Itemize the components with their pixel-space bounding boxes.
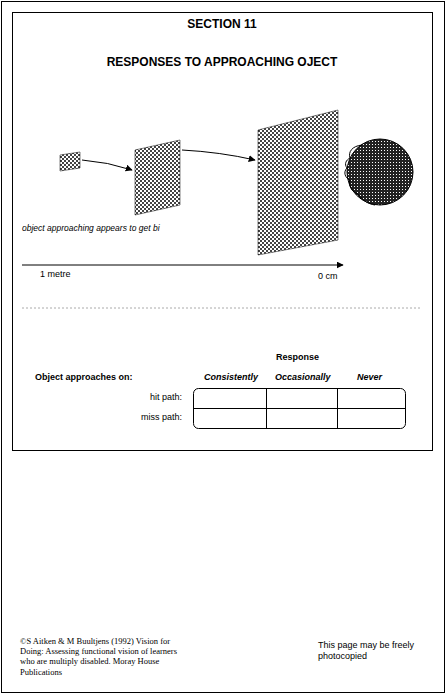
page-title: RESPONSES TO APPROACHING OJECT [12, 55, 432, 69]
approach-arrow [82, 160, 132, 170]
viewer-head [347, 139, 413, 205]
row-heading: miss path: [100, 412, 182, 423]
divider-line [22, 308, 420, 309]
face-outline [345, 145, 375, 205]
column-heading: Never [357, 372, 382, 383]
column-heading: Consistently [204, 372, 258, 383]
illustration-note: object approaching appears to get bi [22, 223, 160, 233]
table-rule [194, 408, 406, 409]
distance-label: 0 cm [318, 271, 338, 282]
copyright-note: ©S Aitken & M Buultjens (1992) Vision fo… [20, 636, 180, 677]
large-object [258, 110, 338, 255]
approach-arrow [182, 150, 255, 160]
distance-arrow [22, 265, 343, 266]
column-group-heading: Response [276, 352, 319, 363]
response-table [194, 389, 406, 429]
table-rule [337, 389, 338, 429]
section-heading: SECTION 11 [12, 17, 432, 31]
section-frame [13, 13, 433, 451]
row-group-heading: Object approaches on: [35, 372, 133, 383]
small-object [60, 152, 80, 171]
row-heading: hit path: [100, 392, 182, 403]
medium-object [135, 140, 180, 215]
distance-label: 1 metre [40, 269, 71, 280]
column-heading: Occasionally [275, 372, 331, 383]
photocopy-note: This page may be freely photocopied [318, 640, 418, 662]
table-rule [266, 389, 267, 429]
